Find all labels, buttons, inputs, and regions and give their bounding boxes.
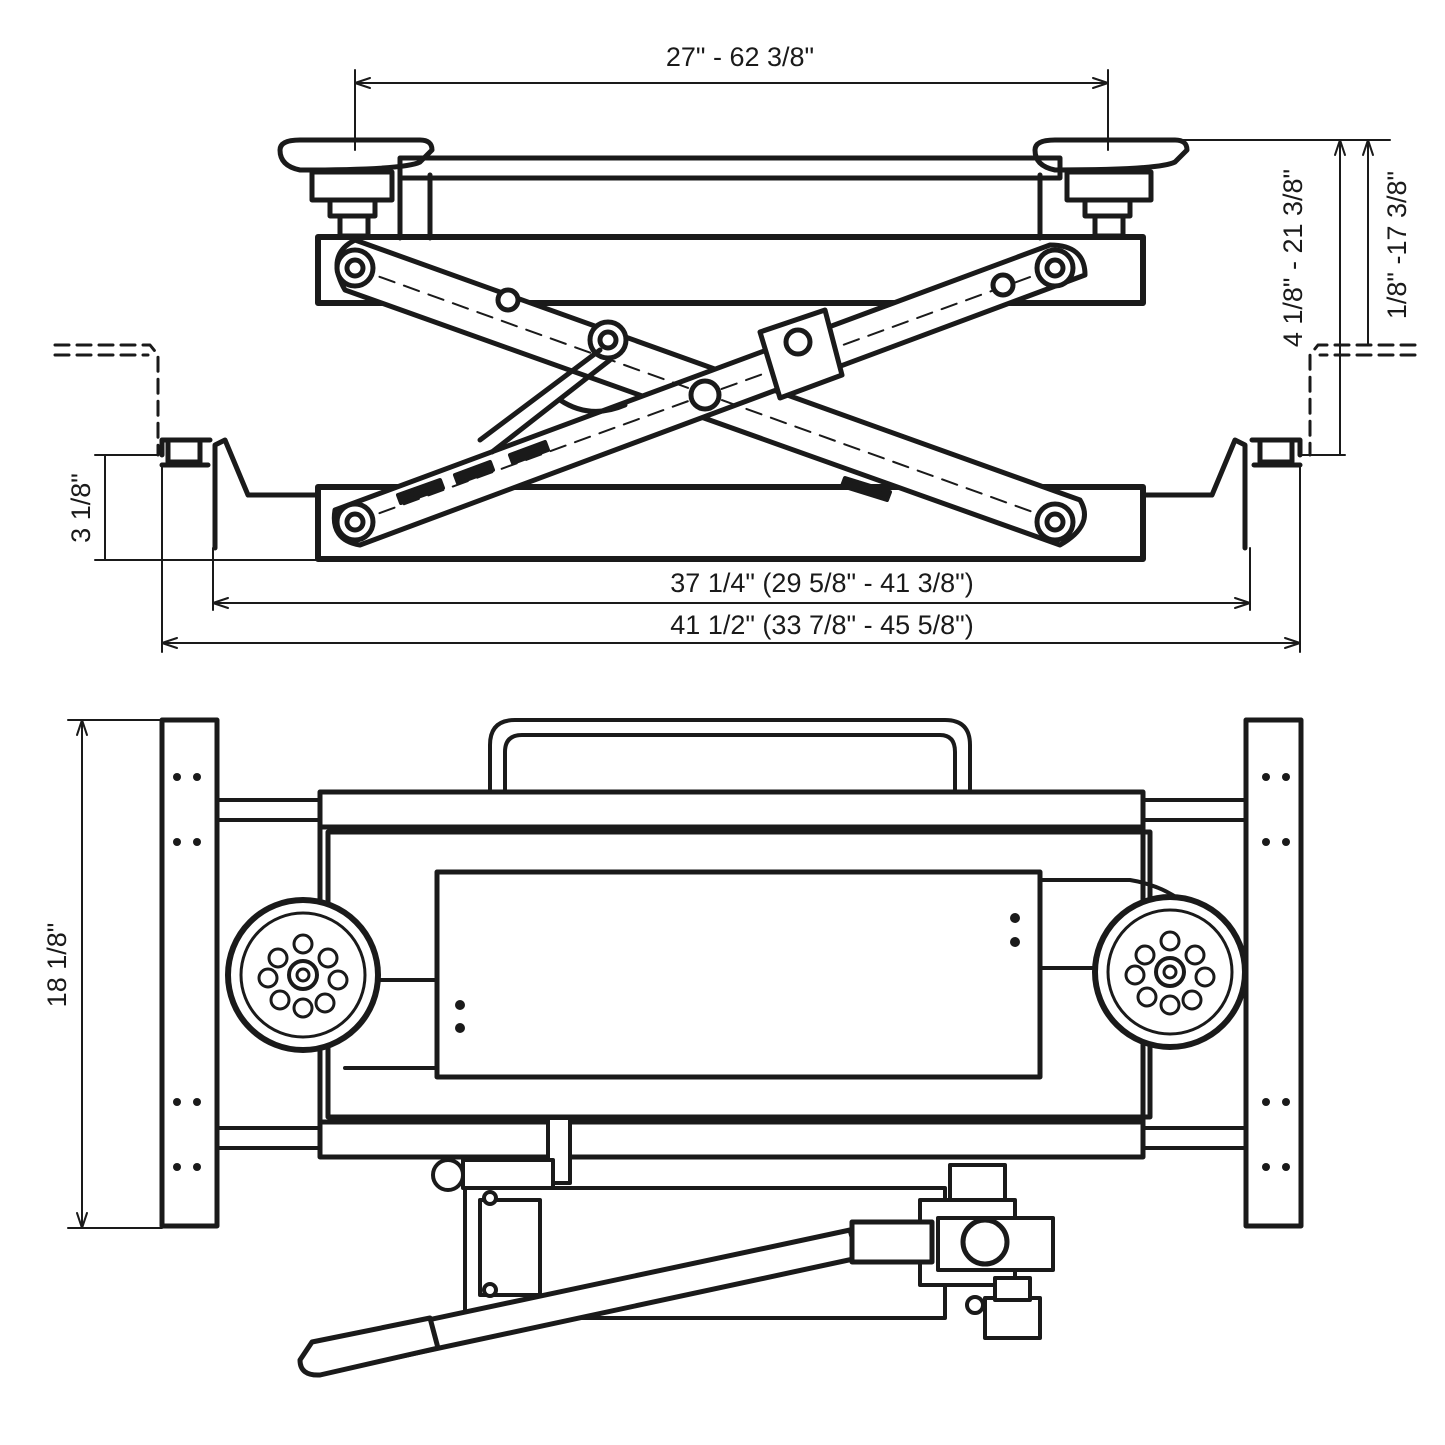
main-body [317, 789, 1153, 1160]
lift-pad-left [277, 137, 435, 239]
lift-pad-right [1032, 137, 1190, 239]
foot-height-label: 3 1/8" [66, 473, 96, 543]
hydraulic-ram [477, 347, 628, 455]
pad-arms [343, 878, 1182, 1070]
side-rail-right [1243, 717, 1304, 1229]
top-platform [397, 155, 1063, 241]
depth-label: 18 1/8" [42, 923, 72, 1008]
side-view: 27" - 62 3/8" [53, 42, 1417, 653]
pump-handle [297, 1217, 1010, 1378]
height-range-inner-label: 1/8" -17 3/8" [1382, 171, 1412, 319]
top-width-dimension [354, 69, 1109, 151]
extended-leg-left [53, 343, 160, 457]
top-plate [434, 869, 1043, 1080]
height-dimension-lines [1179, 139, 1391, 456]
rail-bolt-holes [173, 773, 1290, 1171]
side-rail-left [159, 717, 220, 1229]
overall-width-label: 41 1/2" (33 7/8" - 45 5/8") [670, 610, 973, 640]
base-width-dimension [212, 547, 1251, 611]
extended-leg-right [1308, 343, 1417, 457]
foot-height-dimension [94, 454, 319, 561]
carry-handle [488, 718, 972, 794]
round-pad-right [1092, 894, 1248, 1050]
base-foot-right [1140, 437, 1303, 551]
pivot-pins [334, 247, 1076, 543]
top-width-label: 27" - 62 3/8" [666, 42, 814, 72]
top-view: 18 1/8" [42, 717, 1304, 1378]
base-width-label: 37 1/4" (29 5/8" - 41 3/8") [670, 568, 973, 598]
lock-slots [396, 440, 892, 505]
cylinder-bracket [757, 307, 845, 401]
round-pad-left [225, 897, 381, 1053]
depth-dimension [67, 719, 163, 1229]
overall-width-dimension [161, 464, 1301, 653]
base-foot-left [159, 437, 321, 551]
upper-frame [315, 234, 1146, 306]
plate-bolt-holes [455, 913, 1020, 1033]
height-range-outer-label: 4 1/8" - 21 3/8" [1278, 169, 1308, 347]
lower-frame [315, 484, 1146, 562]
